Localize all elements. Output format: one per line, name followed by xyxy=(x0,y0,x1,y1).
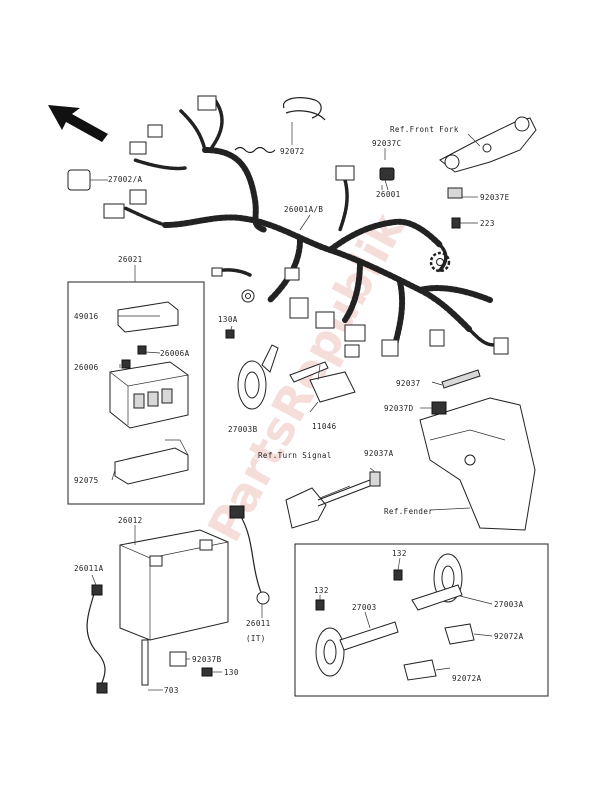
part-223-screw xyxy=(451,217,478,229)
horn-27003b xyxy=(225,329,279,410)
leader-lines xyxy=(91,148,493,691)
label-ref-fender: Ref.Fender xyxy=(384,507,433,516)
label-49016: 49016 xyxy=(74,312,99,321)
label-27003: 27003 xyxy=(352,603,377,612)
part-92037d-clip xyxy=(431,401,447,415)
part-26006-fuse xyxy=(121,359,131,369)
label-27003a: 27003A xyxy=(494,600,524,609)
label-26011: 26011 xyxy=(246,619,271,628)
part-labels: 92072 92037C Ref.Front Fork 27002/A 2600… xyxy=(74,125,524,695)
part-92072a-bracket-2 xyxy=(403,659,437,681)
part-92037b-clip xyxy=(169,651,187,667)
label-92037d: 92037D xyxy=(384,404,414,413)
label-92037: 92037 xyxy=(396,379,421,388)
part-132-bolt-1 xyxy=(393,569,403,581)
part-132-bolt-2 xyxy=(315,599,325,611)
front-fork-bracket xyxy=(439,116,537,173)
part-92037a-strap xyxy=(369,471,381,487)
label-27003b: 27003B xyxy=(228,425,258,434)
cable-26011 xyxy=(229,505,270,605)
part-92037-strap xyxy=(441,369,481,389)
part-92037c-clip xyxy=(379,167,395,181)
label-92072a-right: 92072A xyxy=(494,632,524,641)
label-27002a: 27002/A xyxy=(108,175,142,184)
label-703: 703 xyxy=(164,686,179,695)
label-92037a: 92037A xyxy=(364,449,394,458)
horn-27003a xyxy=(411,553,463,611)
label-92075: 92075 xyxy=(74,476,99,485)
part-92072a-bracket-1 xyxy=(444,623,475,645)
part-92072-clamp xyxy=(282,97,326,145)
part-27002a-relay xyxy=(67,169,100,191)
turn-signal xyxy=(285,479,371,529)
label-26021: 26021 xyxy=(118,255,143,264)
part-49016-cover xyxy=(117,301,179,333)
label-92072: 92072 xyxy=(280,147,305,156)
label-11046: 11046 xyxy=(312,422,337,431)
part-130-bolt xyxy=(201,667,213,677)
label-26001ab: 26001A/B xyxy=(284,205,323,214)
label-92037e: 92037E xyxy=(480,193,510,202)
label-130a: 130A xyxy=(218,315,238,324)
part-92075-cover xyxy=(114,439,189,485)
junction-box-unit xyxy=(109,361,189,429)
label-it: (IT) xyxy=(246,634,266,643)
label-26012: 26012 xyxy=(118,516,143,525)
label-26011a: 26011A xyxy=(74,564,104,573)
cable-26011a xyxy=(86,584,108,694)
label-ref-front-fork: Ref.Front Fork xyxy=(390,125,459,134)
label-132-top: 132 xyxy=(392,549,407,558)
rear-fender xyxy=(419,397,536,531)
part-26006a-fuse xyxy=(137,345,147,355)
battery-26012 xyxy=(119,529,229,641)
label-223: 223 xyxy=(480,219,495,228)
horn-27003 xyxy=(315,621,399,677)
part-92037e-clip xyxy=(447,187,478,199)
label-ref-turn-signal: Ref.Turn Signal xyxy=(258,451,332,460)
main-wiring-harness xyxy=(103,95,509,358)
label-92037b: 92037B xyxy=(192,655,222,664)
label-26006: 26006 xyxy=(74,363,99,372)
junction-box-frame xyxy=(67,281,205,505)
label-26001: 26001 xyxy=(376,190,401,199)
part-11046-bracket xyxy=(289,361,356,403)
label-26006a: 26006A xyxy=(160,349,190,358)
label-132-left: 132 xyxy=(314,586,329,595)
label-92037c: 92037C xyxy=(372,139,402,148)
direction-arrow-icon xyxy=(48,105,108,142)
gear-icon xyxy=(429,251,451,273)
label-92072a-bottom: 92072A xyxy=(452,674,482,683)
italy-spec-frame xyxy=(294,543,549,697)
label-130: 130 xyxy=(224,668,239,677)
